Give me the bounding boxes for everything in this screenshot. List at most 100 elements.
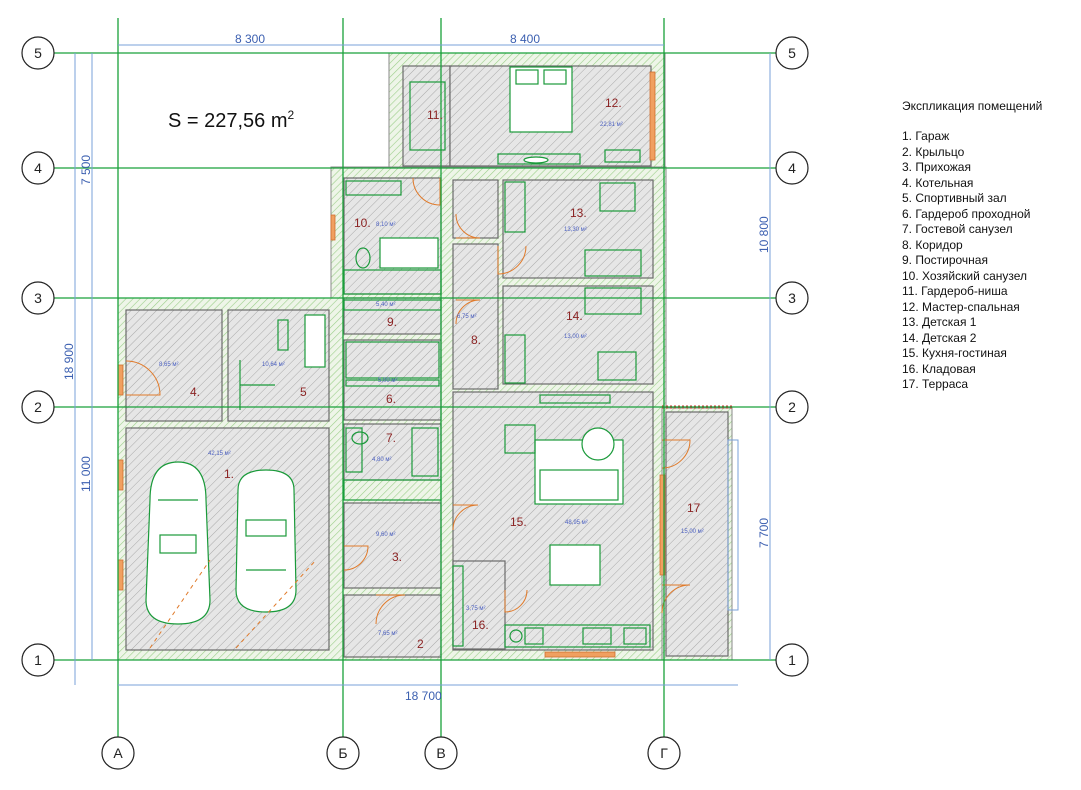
- room-label-15: 15.: [510, 515, 527, 529]
- dim-top-left: 8 300: [235, 32, 265, 46]
- axis-marker-B: Б: [326, 736, 360, 770]
- dimension-lines: [74, 44, 771, 686]
- legend-item: 10. Хозяйский санузел: [902, 268, 1028, 283]
- svg-text:3: 3: [34, 290, 42, 306]
- dim-left-upper: 7 500: [79, 155, 93, 185]
- legend-item: 5. Спортивный зал: [902, 191, 1007, 205]
- room-label-10: 10.: [354, 216, 371, 230]
- legend-item: 16. Кладовая: [902, 361, 976, 376]
- axis-marker-4-right: 4: [775, 151, 809, 185]
- axis-marker-4-left: 4: [21, 151, 55, 185]
- legend-item: 1. Гараж: [902, 129, 950, 143]
- svg-text:4: 4: [34, 160, 42, 176]
- axis-marker-V: В: [424, 736, 458, 770]
- dim-top-right: 8 400: [510, 32, 540, 46]
- room-area-1: 42,15 м²: [208, 451, 231, 457]
- svg-text:2: 2: [788, 399, 796, 415]
- svg-text:1: 1: [34, 652, 42, 668]
- legend-item: 11. Гардероб-ниша: [902, 284, 1008, 298]
- svg-text:3: 3: [788, 290, 796, 306]
- legend-item: 3. Прихожая: [902, 160, 971, 174]
- dim-left-mid: 18 900: [62, 343, 76, 380]
- room-area-15: 48,95 м²: [565, 520, 588, 526]
- room-area-8: 6,75 м²: [457, 314, 476, 320]
- axis-marker-1-left: 1: [21, 643, 55, 677]
- room-label-4: 4.: [190, 385, 200, 399]
- room-label-6: 6.: [386, 392, 396, 406]
- dimension-labels: 8 300 8 400 18 700 7 500 18 900 11 000 1…: [62, 32, 771, 703]
- room-label-2: 2: [417, 637, 424, 651]
- room-9: [343, 297, 442, 335]
- room-label-11: 11.: [427, 108, 443, 122]
- axis-marker-5-left: 5: [21, 36, 55, 70]
- axis-marker-5-right: 5: [775, 36, 809, 70]
- axis-marker-A: А: [101, 736, 135, 770]
- room-area-12: 22,81 м²: [600, 122, 623, 128]
- windows: [117, 71, 666, 658]
- room-hall: [452, 179, 499, 239]
- room-area-14: 13,00 м²: [564, 334, 587, 340]
- room-label-12: 12.: [605, 96, 622, 110]
- terrace-railing: [662, 405, 739, 611]
- room-area-4: 8,65 м²: [159, 362, 178, 368]
- legend-item: 7. Гостевой санузел: [902, 222, 1013, 236]
- axis-marker-G: Г: [647, 736, 681, 770]
- svg-text:5: 5: [788, 45, 796, 61]
- room-area-9: 5,40 м²: [376, 302, 395, 308]
- room-2: [343, 594, 442, 658]
- room-label-13: 13.: [570, 206, 587, 220]
- room-16: [452, 560, 506, 650]
- room-11: [402, 65, 451, 167]
- rooms: [125, 65, 729, 658]
- svg-text:Б: Б: [338, 745, 347, 761]
- axis-marker-2-left: 2: [21, 390, 55, 424]
- total-area: S = 227,56 m2: [168, 108, 295, 132]
- legend-item: 13. Детская 1: [902, 315, 977, 329]
- room-label-14: 14.: [566, 309, 583, 323]
- axis-marker-1-right: 1: [775, 643, 809, 677]
- room-area-2: 7,65 м²: [378, 631, 397, 637]
- room-area-17: 15,00 м²: [681, 529, 704, 535]
- svg-text:2: 2: [34, 399, 42, 415]
- room-17: [665, 411, 729, 657]
- room-label-3: 3.: [392, 550, 402, 564]
- doors: [125, 177, 691, 649]
- svg-text:5: 5: [34, 45, 42, 61]
- legend-item: 15. Кухня-гостиная: [902, 346, 1007, 360]
- room-area-16: 3,75 м²: [466, 606, 485, 612]
- axis-marker-2-right: 2: [775, 390, 809, 424]
- svg-text:1: 1: [788, 652, 796, 668]
- room-legend: Экспликация помещений 1. Гараж 2. Крыльц…: [902, 99, 1042, 393]
- axis-marker-3-right: 3: [775, 281, 809, 315]
- axis-lines: [52, 18, 778, 738]
- room-area-13: 13,30 м²: [564, 227, 587, 233]
- room-label-7: 7.: [386, 431, 396, 445]
- room-label-1: 1.: [224, 467, 234, 481]
- room-area-5: 10,64 м²: [262, 362, 285, 368]
- svg-text:Г: Г: [660, 745, 668, 761]
- room-label-8: 8.: [471, 333, 481, 347]
- room-area-7: 4,80 м²: [372, 457, 391, 463]
- room-area-6: 5,00 м²: [378, 378, 397, 384]
- car-icon: [235, 469, 297, 613]
- dim-bottom: 18 700: [405, 689, 442, 703]
- axis-marker-3-left: 3: [21, 281, 55, 315]
- room-label-17: 17: [687, 501, 701, 515]
- dim-left-lower: 11 000: [79, 456, 93, 492]
- room-area-10: 8,10 м²: [376, 222, 395, 228]
- furniture: [145, 66, 651, 648]
- room-labels: 1. 42,15 м² 2 7,65 м² 3. 9,60 м² 4. 8,65…: [159, 96, 704, 651]
- room-4: [125, 309, 223, 422]
- legend-item: 9. Постирочная: [902, 253, 988, 267]
- legend-item: 8. Коридор: [902, 237, 963, 252]
- legend-item: 12. Мастер-спальная: [902, 299, 1020, 314]
- legend-item: 6. Гардероб проходной: [902, 206, 1031, 221]
- room-8: [452, 243, 499, 390]
- legend-item: 2. Крыльцо: [902, 144, 965, 159]
- legend-item: 4. Котельная: [902, 175, 974, 190]
- legend-item: 17. Терраса: [902, 377, 969, 391]
- room-14: [502, 285, 654, 385]
- room-area-3: 9,60 м²: [376, 532, 395, 538]
- room-7: [343, 423, 442, 481]
